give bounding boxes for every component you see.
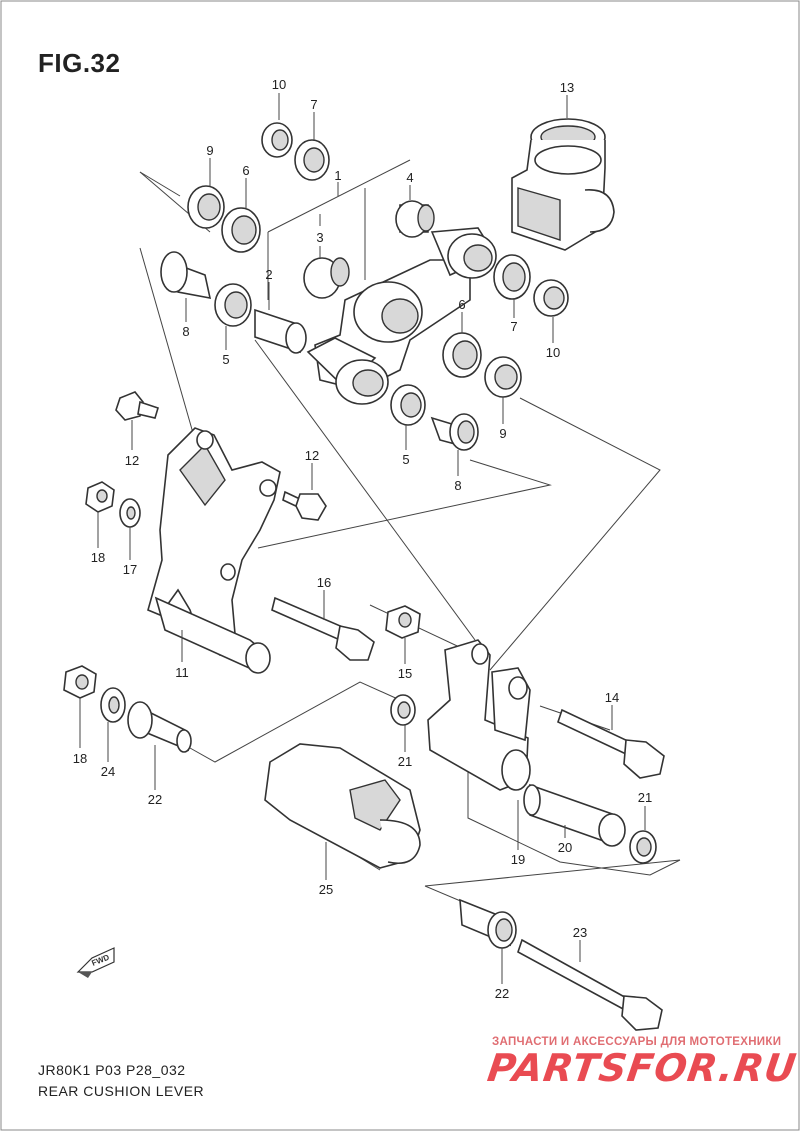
part-12-bolt-lower — [282, 490, 327, 521]
part-10-cap-top — [261, 122, 293, 158]
callout-6: 6 — [242, 163, 249, 178]
callout-18: 18 — [73, 751, 87, 766]
callout-11: 11 — [175, 665, 189, 680]
callout-7: 7 — [310, 97, 317, 112]
callout-12: 12 — [305, 448, 319, 463]
part-25-cushion-cover — [264, 743, 421, 869]
part-15-nut — [385, 605, 421, 639]
figure-name: REAR CUSHION LEVER — [38, 1083, 205, 1099]
callout-14: 14 — [605, 690, 619, 705]
callout-9: 9 — [206, 143, 213, 158]
callout-4: 4 — [406, 170, 413, 185]
callout-1: 1 — [334, 168, 341, 183]
part-7-seal-top — [294, 139, 330, 181]
callout-10: 10 — [272, 77, 286, 92]
callout-9: 9 — [499, 426, 506, 441]
assembly-guide-lines — [139, 159, 681, 906]
callout-16: 16 — [317, 575, 331, 590]
part-5-bearing-right — [390, 384, 426, 426]
part-17-washer — [119, 498, 141, 528]
part-2-spacer — [254, 308, 307, 354]
part-3-bushing — [303, 257, 350, 299]
part-22-collar-upper — [127, 701, 192, 753]
callout-13: 13 — [560, 80, 574, 95]
part-14-bolt — [557, 708, 665, 779]
part-21-washer-lower — [629, 830, 657, 864]
part-5-bearing-left — [214, 283, 252, 327]
figure-title: FIG.32 — [38, 48, 121, 78]
callout-22: 22 — [495, 986, 509, 1001]
callout-12: 12 — [125, 453, 139, 468]
callout-21: 21 — [638, 790, 652, 805]
part-9-cap-left — [187, 185, 225, 229]
callout-3: 3 — [316, 230, 323, 245]
part-7-seal-right — [493, 254, 531, 300]
part-10-cap-right — [533, 279, 569, 317]
watermark-tagline: ЗАПЧАСТИ И АКСЕССУАРЫ ДЛЯ МОТОТЕХНИКИ — [492, 1036, 782, 1048]
part-8-sleeve-left — [160, 251, 212, 300]
part-18-nut-lower — [63, 665, 97, 699]
forward-direction-arrow: FWD — [76, 947, 115, 978]
callout-8: 8 — [182, 324, 189, 339]
callout-5: 5 — [402, 452, 409, 467]
part-16-bolt — [271, 596, 375, 661]
callout-17: 17 — [123, 562, 137, 577]
callout-24: 24 — [101, 764, 115, 779]
callout-10: 10 — [546, 345, 560, 360]
part-18-nut-upper — [85, 481, 115, 513]
part-20-spacer — [523, 783, 626, 847]
callout-19: 19 — [511, 852, 525, 867]
callout-leader-lines — [79, 93, 646, 984]
part-12-bolt-upper — [115, 391, 159, 421]
callout-7: 7 — [510, 319, 517, 334]
callout-6: 6 — [458, 297, 465, 312]
callout-25: 25 — [319, 882, 333, 897]
figure-code: JR80K1 P03 P28_032 — [38, 1062, 186, 1078]
part-24-washer — [100, 687, 126, 723]
callout-21: 21 — [398, 754, 412, 769]
part-9-cap-right — [484, 356, 522, 398]
callout-numbers: 10 7 13 9 6 1 4 3 2 8 5 6 7 10 5 9 8 12 … — [73, 77, 652, 1001]
callout-20: 20 — [558, 840, 572, 855]
callout-15: 15 — [398, 666, 412, 681]
callout-22: 22 — [148, 792, 162, 807]
part-1-cushion-lever — [306, 227, 497, 405]
callout-5: 5 — [222, 352, 229, 367]
callout-18: 18 — [91, 550, 105, 565]
part-11-bracket — [147, 427, 281, 674]
part-8-sleeve-right — [430, 413, 479, 451]
part-4-bushing — [395, 200, 435, 238]
part-23-bolt — [517, 938, 663, 1031]
part-22-collar-lower — [459, 898, 517, 949]
part-6-bearing-right — [442, 332, 482, 378]
callout-8: 8 — [454, 478, 461, 493]
part-21-washer-upper — [390, 694, 416, 726]
callout-23: 23 — [573, 925, 587, 940]
watermark-logo: PARTSFOR.RU — [484, 1046, 800, 1090]
part-19-cushion-rod — [427, 639, 531, 791]
part-6-bearing-left — [221, 207, 261, 253]
part-13-housing — [511, 118, 615, 251]
callout-2: 2 — [265, 267, 272, 282]
